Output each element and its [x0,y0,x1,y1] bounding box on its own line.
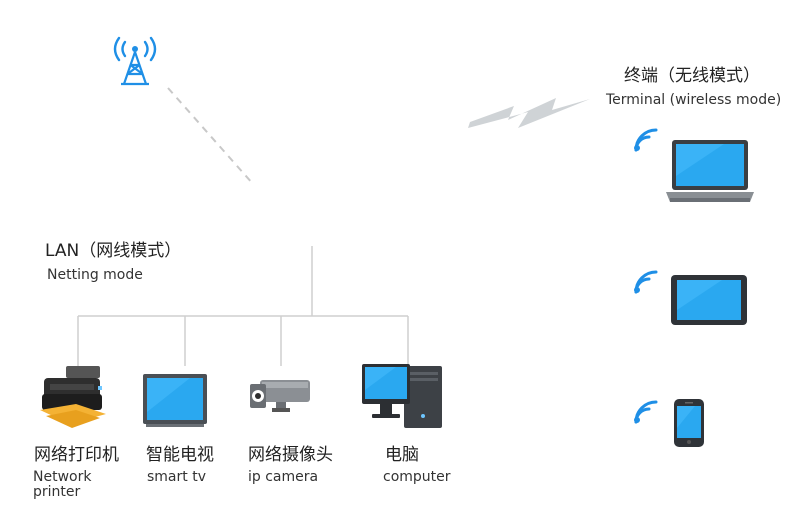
phone-device [673,398,705,448]
tablet-icon [671,275,747,325]
wifi-icon-phone [630,396,658,424]
tv-device [140,372,210,430]
wifi-icon [634,128,658,152]
computer-label-zh: 电脑 [385,445,419,465]
printer-device [36,364,126,432]
lan-subtitle: Netting mode [47,267,143,283]
terminal-title: 终端（无线模式） [624,66,760,86]
computer-icon [362,364,442,428]
wifi-icon-laptop [630,124,658,152]
tv-icon [143,374,207,427]
computer-device [360,362,446,432]
terminal-subtitle: Terminal (wireless mode) [606,92,782,108]
antenna-tower-icon [113,36,157,86]
wifi-icon [634,270,658,294]
printer-label-en-2: printer [33,484,81,500]
camera-icon [250,380,310,412]
wifi-icon [634,400,658,424]
printer-label-en-1: Network [33,469,92,485]
camera-device [246,376,312,416]
tv-label-zh: 智能电视 [146,445,214,465]
wifi-icon-tablet [630,266,658,294]
tablet-device [670,274,748,326]
camera-label-zh: 网络摄像头 [248,445,333,465]
camera-label-en: ip camera [248,469,319,485]
antenna-tower [110,36,160,88]
printer-icon [40,366,106,428]
laptop-device [664,138,756,206]
phone-icon [674,399,704,447]
printer-label-zh: 网络打印机 [34,445,119,465]
tower-link-dashed [167,87,254,185]
laptop-icon [666,140,754,202]
computer-label-en: computer [383,469,451,485]
tv-label-en: smart tv [147,469,206,485]
lan-title: LAN（网线模式） [45,241,182,261]
wireless-signal-bolt [468,98,590,128]
